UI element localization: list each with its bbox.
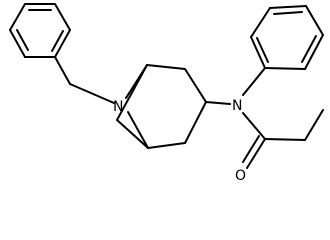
n-phenyl-ring [242,5,324,96]
bicyclic-core [116,64,207,149]
benzyl-ch2-linker [54,56,115,104]
benzyl-benzene-ring [9,3,71,58]
amide-nitrogen-label: N [232,98,242,114]
carbonyl-oxygen-label: O [235,168,246,184]
chemical-structure-diagram: N N O [9,3,324,184]
bridge-nitrogen-label: N [113,99,123,115]
c3-to-amide-n-bond [205,101,231,105]
propanamide-chain [242,109,324,169]
